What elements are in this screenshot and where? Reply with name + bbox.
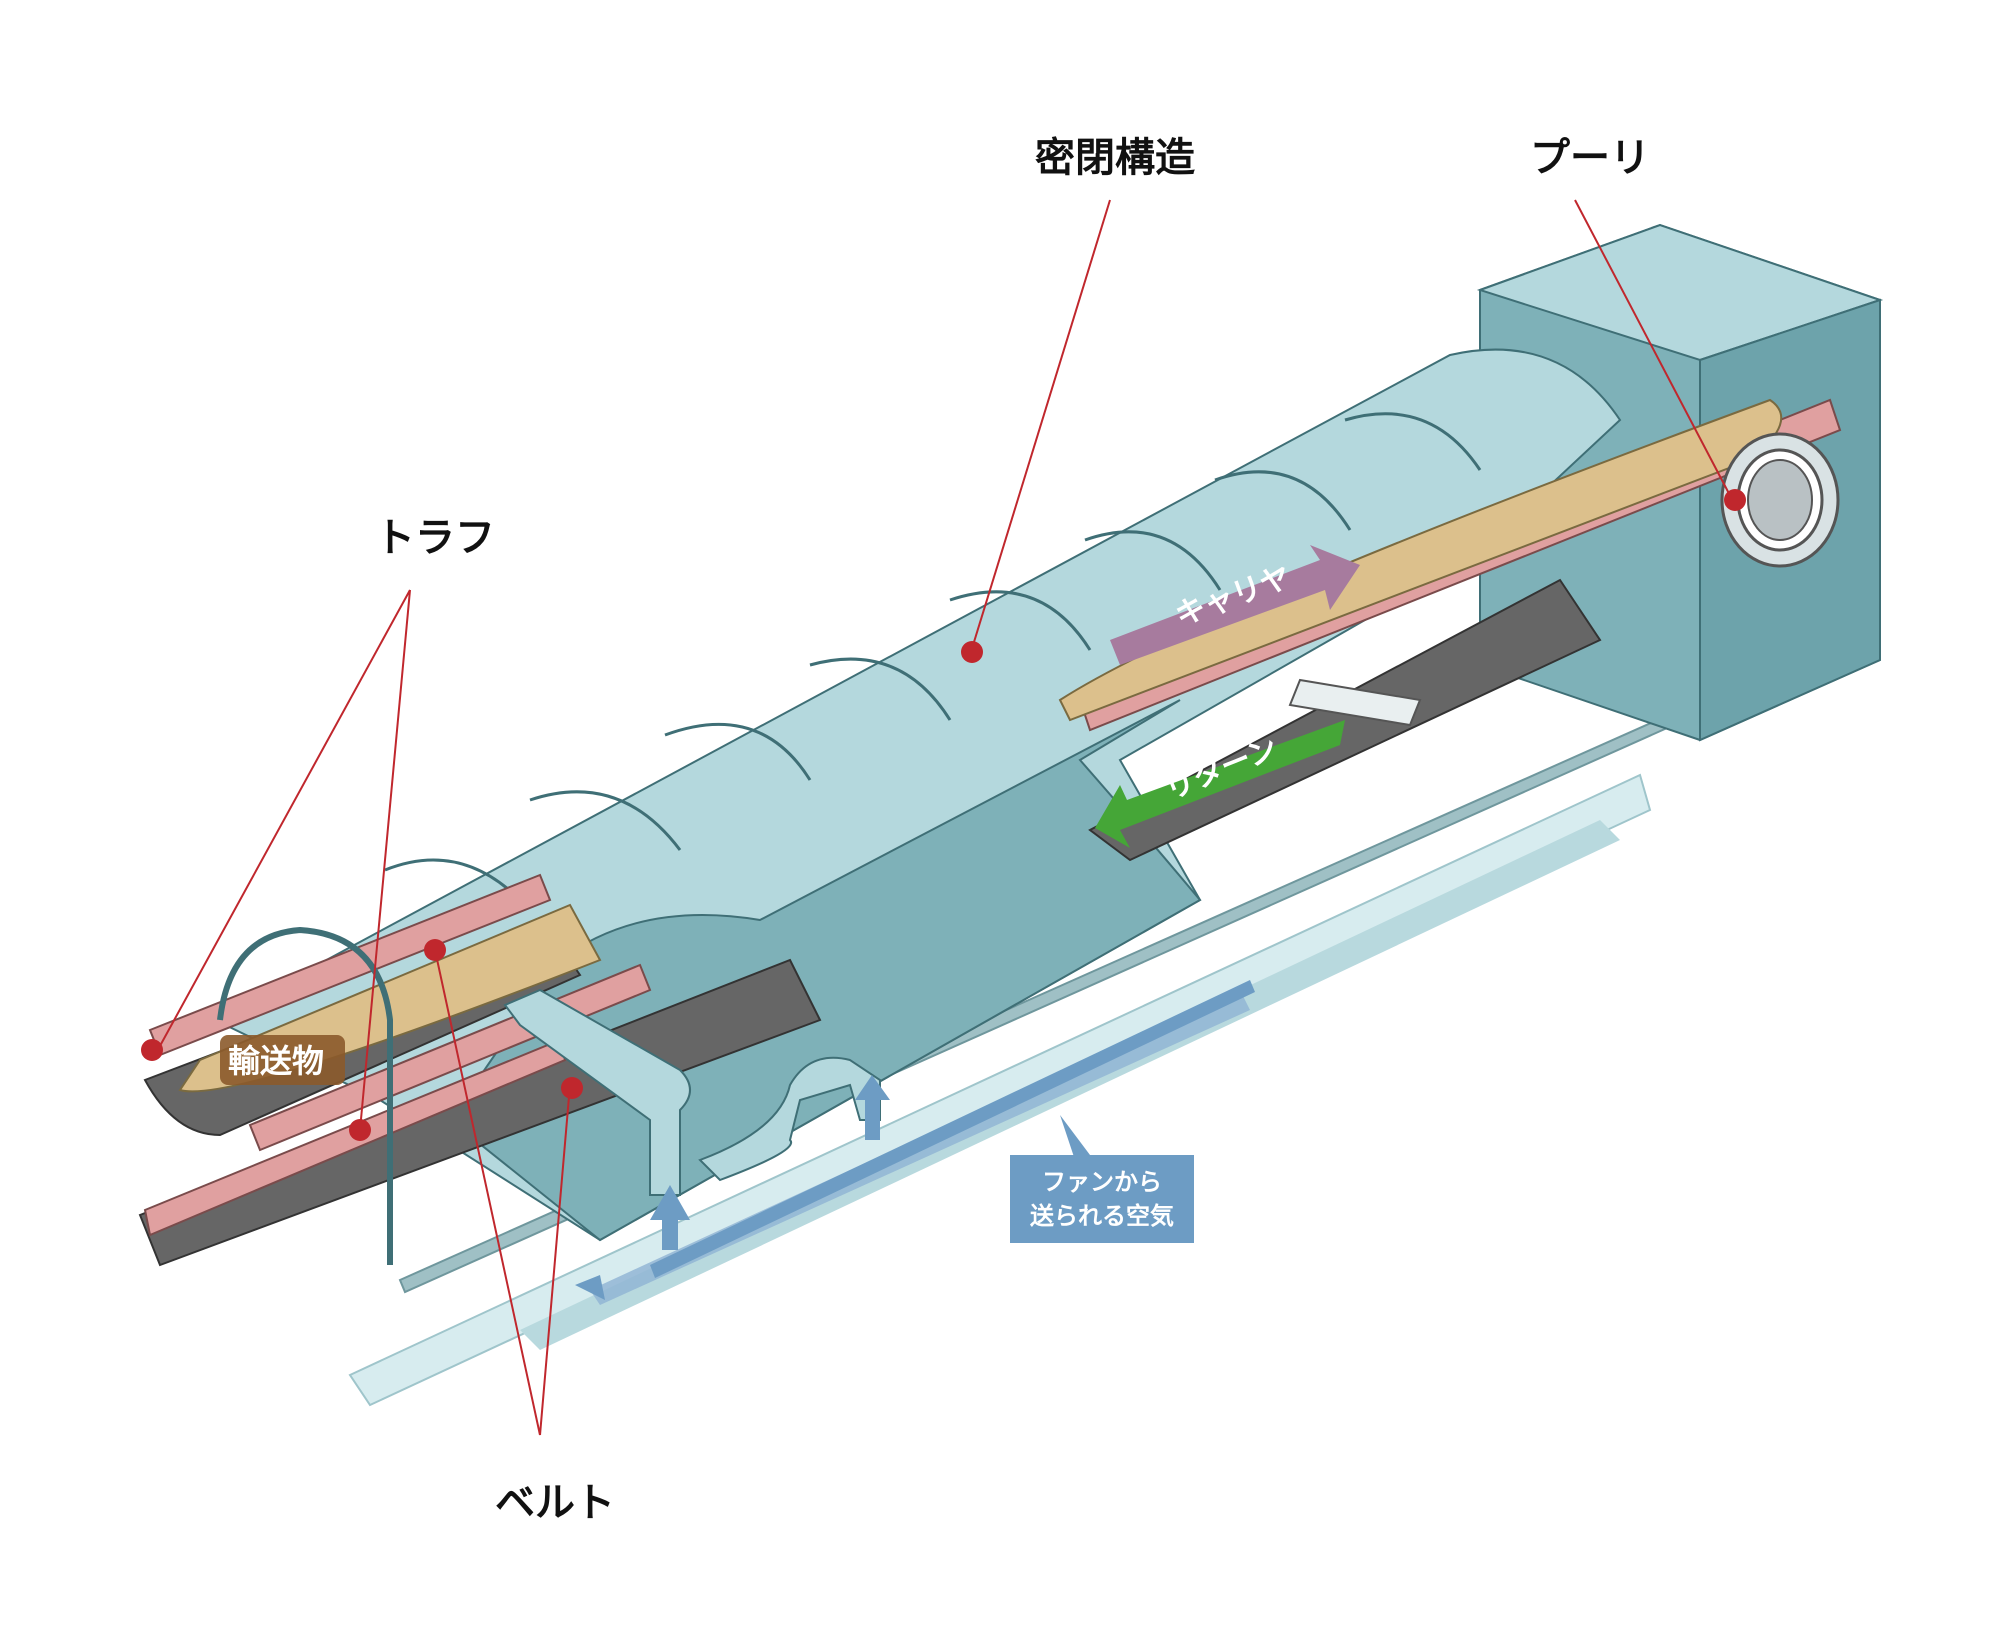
leader-dots [141,489,1746,1141]
leader-lines [154,199,1736,1436]
air-pipe-icon [503,988,881,1196]
cargo-label: 輸送物 [228,1042,324,1080]
label-pulley: プーリ [1530,135,1650,181]
air-line-1: ファンから [1042,1168,1162,1196]
label-belt: ベルト [495,1480,615,1526]
cargo-label-box: 輸送物 [220,1035,345,1085]
pulley-drum-icon [1720,432,1840,568]
air-line-2: 送られる空気 [1030,1202,1174,1230]
label-trough: トラフ [375,515,495,561]
air-flow-arrows [650,980,1255,1278]
air-callout-pointer [1060,1115,1090,1160]
label-sealed-structure: 密閉構造 [1035,135,1195,181]
air-from-fan-box: ファンから 送られる空気 [1010,1155,1194,1243]
